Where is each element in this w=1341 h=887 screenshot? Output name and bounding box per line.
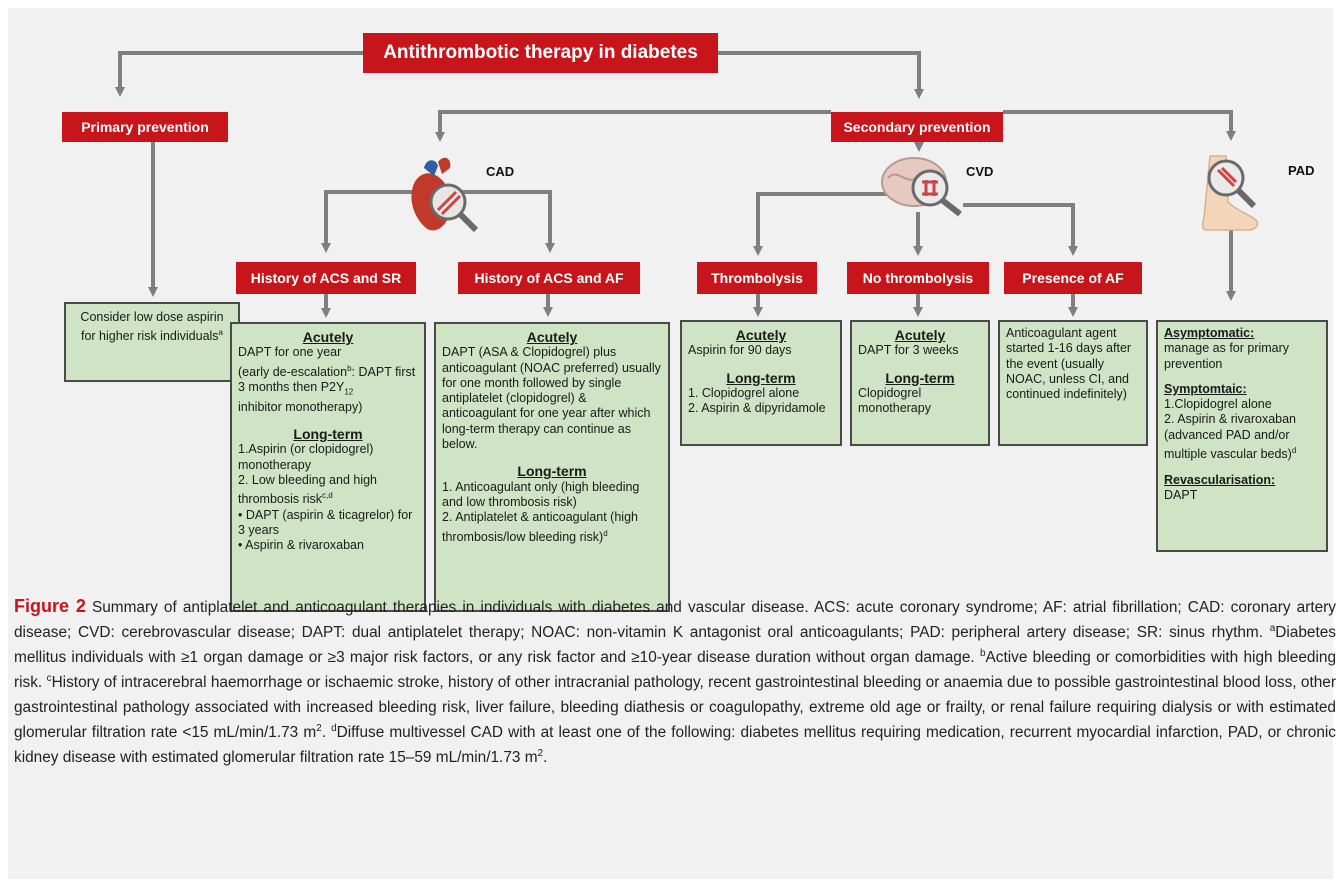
acs-sr-long-4: • Aspirin & rivaroxaban (238, 538, 364, 553)
caption-text-b: Active bleeding or comorbidities with hi… (14, 649, 1336, 691)
cad-label: CAD (486, 164, 515, 179)
caption-sup-c: c (46, 672, 52, 684)
acs-sr-box: Acutely DAPT for one year (early de-esca… (230, 322, 426, 612)
arrow-to-af (963, 203, 1078, 256)
acs-af-long-2-sup: d (603, 528, 608, 538)
pad-sym-2-sup: d (1291, 446, 1297, 456)
acs-sr-long-head: Long-term (293, 426, 363, 443)
acs-af-long-1: 1. Anticoagulant only (high bleeding and… (442, 479, 640, 509)
acs-sr-long-2: 2. Low bleeding and high thrombosis risk… (238, 473, 418, 508)
no-thrombolysis-long-head: Long-term (885, 369, 955, 386)
acs-sr-long-1: 1.Aspirin (or clopidogrel) monotherapy (238, 442, 374, 472)
arrow-to-thrombolysis (753, 192, 888, 256)
pad-asym-text: manage as for primary prevention (1164, 341, 1290, 371)
acs-af-acute-head: Acutely (526, 329, 578, 345)
no-thrombolysis-acute-text: DAPT for 3 weeks (858, 343, 959, 358)
acs-sr-header: History of ACS and SR (236, 262, 416, 294)
acs-af-header: History of ACS and AF (458, 262, 640, 294)
caption-sq-2: 2 (537, 747, 544, 759)
pad-revasc-text: DAPT (1164, 487, 1198, 502)
arrow-to-pad (1003, 110, 1236, 141)
pad-revasc-head: Revascularisation: (1164, 472, 1276, 487)
thrombolysis-acute-head: Acutely (735, 327, 787, 343)
figure-caption: Figure 2 Summary of antiplatelet and ant… (14, 594, 1336, 770)
acs-sr-acute-2b: : DAPT first 3 months then P2Y (238, 364, 416, 395)
cvd-label: CVD (966, 164, 994, 179)
pad-sym-2-text: 2. Aspirin & rivaroxaban (advanced PAD a… (1164, 412, 1297, 462)
acs-sr-acute-2a: (early de-escalation (238, 364, 348, 379)
caption-text-d2: . (543, 749, 548, 766)
acs-sr-long-2-text: 2. Low bleeding and high thrombosis risk (238, 473, 378, 507)
arrow-to-secondary (718, 51, 924, 99)
primary-text: Consider low dose aspirin for higher ris… (80, 310, 224, 344)
foot-icon (1196, 150, 1276, 241)
caption-sup-a: a (1269, 622, 1276, 634)
acs-sr-acute-2: (early de-escalationb: DAPT first 3 mont… (238, 361, 418, 400)
presence-af-header: Presence of AF (1004, 262, 1142, 294)
thrombolysis-long-head: Long-term (726, 369, 796, 386)
thrombolysis-long-1: 1. Clopidogrel alone (688, 385, 800, 400)
arrow-to-acs-af (462, 190, 555, 253)
caption-text-d: Diffuse multivessel CAD with at least on… (14, 724, 1336, 766)
pad-box: Asymptomatic: manage as for primary prev… (1156, 320, 1328, 552)
no-thrombolysis-acute-head: Acutely (894, 327, 946, 343)
pad-label: PAD (1288, 163, 1315, 178)
primary-note: a (218, 328, 223, 338)
flowchart: Antithrombotic therapy in diabetes Prima… (28, 30, 1341, 612)
figure-panel: Antithrombotic therapy in diabetes Prima… (8, 8, 1336, 879)
arrow-to-cad (435, 110, 831, 142)
acs-sr-long-2-sup: c,d (322, 491, 333, 501)
secondary-prevention-header: Secondary prevention (831, 112, 1003, 142)
thrombolysis-box: Acutely Aspirin for 90 days Long-term 1.… (680, 320, 842, 446)
title-header: Antithrombotic therapy in diabetes (363, 33, 718, 73)
caption-text-a: Diabetes mellitus individuals with ≥1 or… (14, 624, 1336, 666)
acs-sr-acute-2-sup: b (347, 363, 352, 373)
pad-asym-head: Asymptomatic: (1164, 326, 1255, 340)
acs-af-long-head: Long-term (517, 463, 587, 480)
acs-sr-long-3: • DAPT (aspirin & ticagrelor) for 3 year… (238, 507, 413, 538)
no-thrombolysis-box: Acutely DAPT for 3 weeks Long-term Clopi… (850, 320, 990, 446)
acs-af-long-2: 2. Antiplatelet & anticoagulant (high th… (442, 510, 662, 545)
pad-sym-2: 2. Aspirin & rivaroxaban (advanced PAD a… (1164, 412, 1320, 462)
caption-text-c2: . (321, 724, 332, 741)
brain-icon (878, 152, 968, 227)
pad-sym-head: Symptomtaic: (1164, 381, 1247, 396)
thrombolysis-acute-text: Aspirin for 90 days (688, 343, 792, 358)
af-text: Anticoagulant agent started 1-16 days af… (1006, 326, 1132, 402)
thrombolysis-header: Thrombolysis (697, 262, 817, 294)
acs-sr-acute-3: inhibitor monotherapy) (238, 399, 363, 414)
caption-sq-1: 2 (316, 722, 322, 734)
primary-prevention-header: Primary prevention (62, 112, 228, 142)
caption-text-c: History of intracerebral haemorrhage or … (14, 674, 1336, 741)
caption-sup-b: b (979, 647, 986, 659)
acs-sr-acute-2-sub: 12 (344, 387, 354, 397)
thrombolysis-long-2: 2. Aspirin & dipyridamole (688, 401, 826, 416)
caption-label: Figure 2 (14, 596, 86, 616)
no-thrombolysis-header: No thrombolysis (847, 262, 989, 294)
caption-sup-d: d (331, 722, 337, 734)
pad-sym-1: 1.Clopidogrel alone (1164, 397, 1272, 412)
primary-prevention-box: Consider low dose aspirin for higher ris… (64, 302, 240, 382)
acs-af-long-2-text: 2. Antiplatelet & anticoagulant (high th… (442, 510, 638, 544)
acs-af-acute-text: DAPT (ASA & Clopidogrel) plus anticoagul… (442, 345, 661, 452)
acs-af-box: Acutely DAPT (ASA & Clopidogrel) plus an… (434, 322, 670, 612)
presence-af-box: Anticoagulant agent started 1-16 days af… (998, 320, 1148, 446)
acs-sr-acute-1: DAPT for one year (238, 345, 342, 360)
heart-icon (404, 152, 484, 245)
no-thrombolysis-long-text: Clopidogrel monotherapy (858, 385, 931, 416)
arrow-to-acs-sr (321, 190, 438, 253)
acs-sr-acute-head: Acutely (302, 329, 354, 345)
caption-text-1: Summary of antiplatelet and anticoagulan… (14, 599, 1336, 641)
arrow-to-primary (115, 51, 363, 97)
